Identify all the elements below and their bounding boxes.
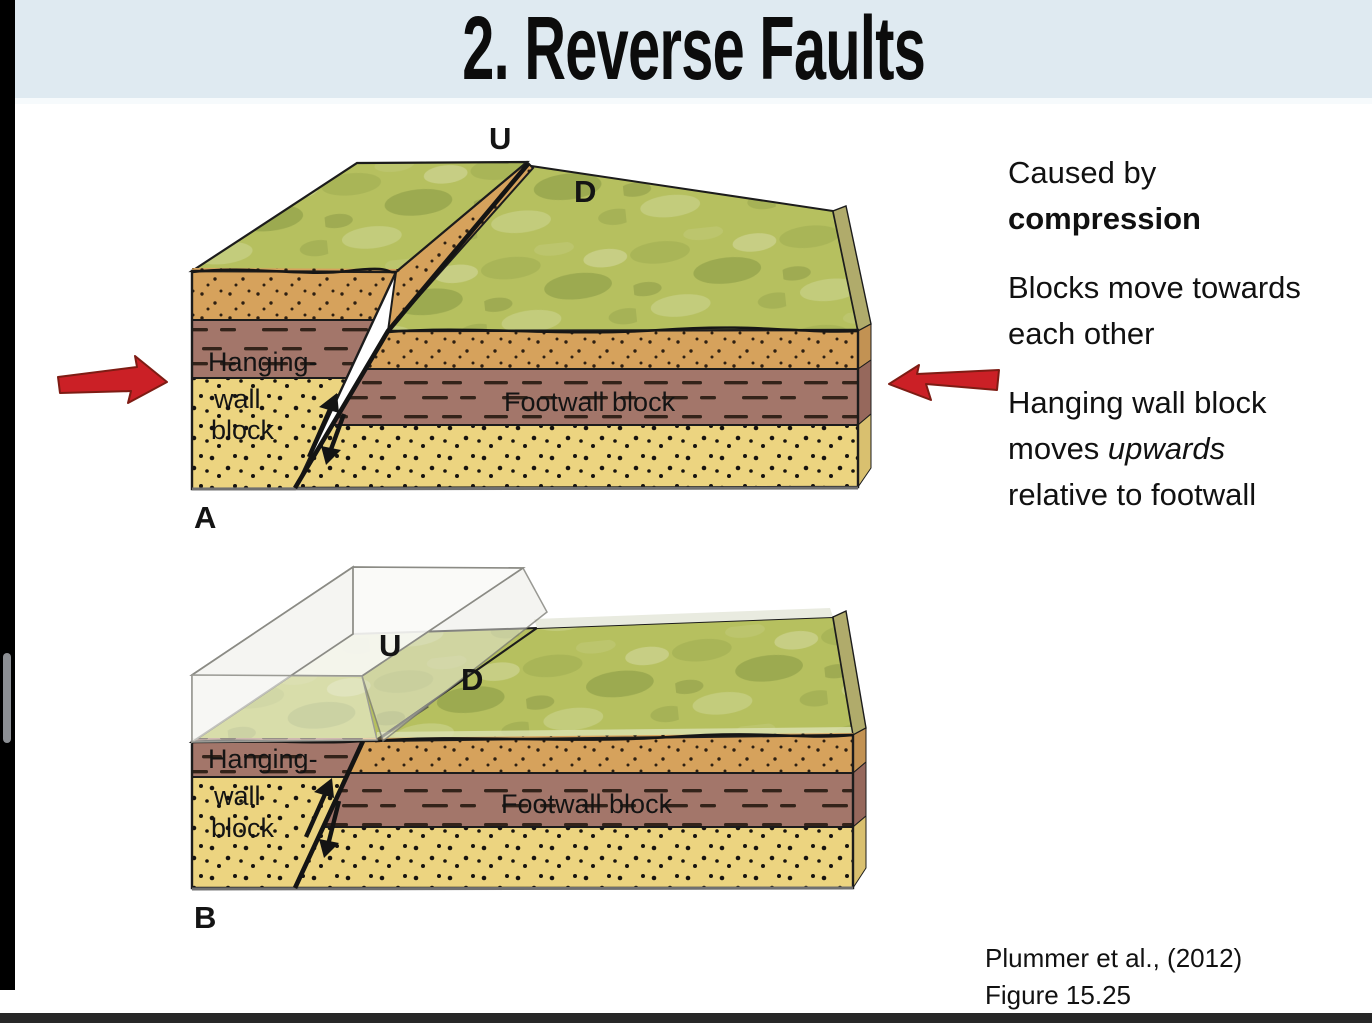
panel-label-b: B — [194, 900, 217, 935]
citation-line2: Figure 15.25 — [985, 980, 1131, 1010]
footwall-front-face-a — [295, 329, 858, 488]
hangingwall-label-b-line2: wall — [214, 781, 261, 811]
hangingwall-label-a-line3: block — [211, 415, 275, 445]
viewer-bottom-edge — [0, 1013, 1372, 1023]
down-marker-b: D — [461, 662, 484, 697]
footwall-label-b: Footwall block — [501, 789, 673, 819]
note-blocks-move: Blocks move towards each other — [1008, 270, 1301, 351]
note-hanging-wall: Hanging wall block moves upwards relativ… — [1008, 385, 1267, 512]
scrollbar-thumb[interactable] — [3, 653, 11, 743]
title-bar: 2. Reverse Faults — [15, 0, 1372, 99]
notes-block: Caused by compression Blocks move toward… — [1008, 150, 1353, 541]
compression-arrow-left — [57, 355, 168, 404]
fault-line-b — [292, 740, 366, 889]
note-caused-by: Caused by compression — [1008, 155, 1201, 236]
hangingwall-label-a-line1: Hanging- — [208, 347, 318, 377]
page-title: 2. Reverse Faults — [462, 0, 926, 99]
fault-line-a — [293, 162, 530, 490]
footwall-front-face-b — [295, 733, 853, 889]
citation: Plummer et al., (2012) Figure 15.25 — [985, 940, 1242, 1014]
fault-slip-arrows-b — [303, 778, 342, 858]
citation-line1: Plummer et al., (2012) — [985, 943, 1243, 973]
eroded-ghost-block — [189, 565, 548, 744]
up-marker-a: U — [489, 121, 512, 156]
viewer-left-edge — [0, 0, 15, 990]
compression-arrow-right — [888, 364, 1000, 401]
hangingwall-label-b-line3: block — [211, 813, 275, 843]
diagram-a — [188, 160, 872, 491]
title-bar-shadow — [15, 98, 1372, 104]
fault-slip-arrows-a — [306, 393, 347, 465]
up-marker-b: U — [379, 628, 402, 663]
diagram-b — [188, 565, 867, 891]
panel-label-a: A — [194, 500, 217, 535]
hangingwall-front-face-b — [192, 738, 366, 889]
down-marker-a: D — [574, 174, 597, 209]
hangingwall-label-b-line1: Hanging- — [208, 744, 318, 774]
footwall-label-a: Footwall block — [504, 387, 676, 417]
hangingwall-label-a-line2: wall — [214, 384, 261, 414]
